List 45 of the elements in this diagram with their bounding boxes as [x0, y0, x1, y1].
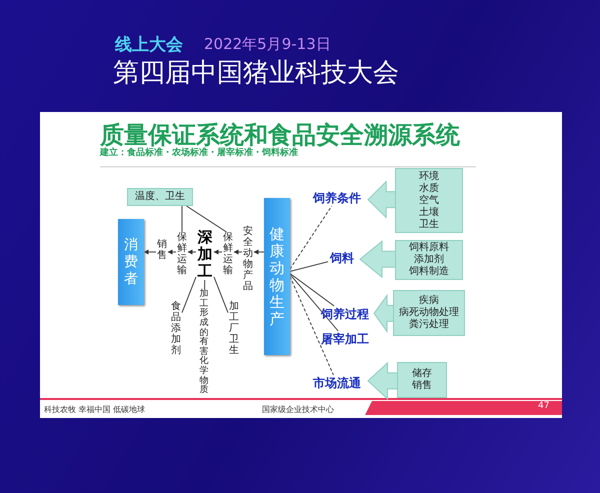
connector-line: [204, 280, 206, 290]
arrow: [254, 250, 264, 254]
item-label: 屠宰加工: [320, 331, 370, 347]
vertical-text: 保鲜运输: [222, 232, 234, 276]
block-arrow: [367, 180, 396, 219]
footer-text: 国家级企业技术中心: [262, 404, 334, 415]
arrow: [144, 250, 156, 254]
vertical-text: 加工厂卫生: [228, 300, 240, 356]
block-arrow: [373, 294, 394, 333]
connector-line: [290, 274, 339, 332]
item-label: 市场流通: [310, 375, 364, 391]
vertical-text: 安全动物产品: [242, 226, 254, 292]
page-number: 47: [538, 401, 550, 411]
vertical-text: 保鲜运输: [176, 232, 188, 276]
connector-line: [214, 276, 228, 314]
connector-line: [182, 276, 196, 314]
slogan-text: 科技农牧 幸福中国 低碳地球: [44, 404, 146, 415]
arrow: [168, 250, 176, 254]
vertical-text: 加工形成的有害化学物质: [198, 290, 210, 396]
connector-line: [186, 206, 227, 232]
event-label: 线上大会: [115, 34, 183, 56]
item-label: 饲料: [328, 250, 356, 266]
conference-title: 第四届中国猪业科技大会: [113, 57, 399, 90]
connector-line: [290, 273, 335, 306]
list-box: 疾病 病死动物处理 粪污处理: [393, 290, 465, 336]
date-label: 2022年5月9-13日: [204, 35, 331, 54]
block-arrow: [367, 362, 398, 400]
vertical-text: 食品添加剂: [170, 300, 182, 356]
list-box: 储存 销售: [397, 362, 447, 398]
item-label: 饲养条件: [310, 190, 364, 206]
vertical-text: 深加工: [196, 228, 214, 280]
connector-line: [290, 206, 332, 270]
arrow: [188, 250, 196, 254]
arrow: [234, 250, 242, 254]
arrow: [214, 250, 222, 254]
connector-line: [290, 261, 328, 272]
vertical-bar: 健康动物生产: [264, 198, 290, 355]
subtitle: 建立：食品标准・农场标准・屠宰标准・饲料标准: [100, 147, 298, 159]
list-box: 饲料原料 添加剂 饲料制造: [395, 240, 463, 280]
vertical-text: 销售: [156, 238, 168, 262]
block-arrow: [359, 240, 396, 278]
label-box: 温度、卫生: [127, 188, 193, 206]
connector-line: [290, 276, 334, 376]
vertical-bar: 消费者: [118, 219, 144, 305]
list-box: 环境 水质 空气 土壤 卫生: [395, 168, 463, 233]
